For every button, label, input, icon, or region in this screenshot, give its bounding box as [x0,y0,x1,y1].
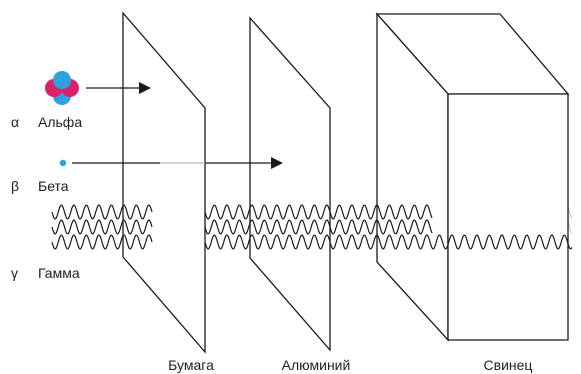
gamma-wave-line [51,234,153,250]
beta-arrow [72,157,283,169]
gamma-wave-line [51,219,153,235]
beta-particle-icon [59,159,67,167]
paper-sheet [122,11,206,354]
gamma-wave-line [204,204,433,220]
alpha-label: Альфа [38,114,82,130]
paper-label: Бумага [168,357,214,373]
gamma-wave [51,204,573,250]
beta-symbol: β [11,178,19,194]
alpha-particle-icon [45,71,79,105]
gamma-wave-line [51,204,153,220]
gamma-wave-line [204,234,573,250]
gamma-wave-line [204,219,433,235]
lead-label: Свинец [484,357,533,373]
alpha-symbol: α [11,114,19,130]
alpha-arrow [86,82,151,94]
aluminium-label: Алюминий [282,357,351,373]
gamma-label: Гамма [38,265,80,281]
aluminium-sheet [249,16,331,352]
beta-label: Бета [38,178,69,194]
lead-block [375,12,570,342]
gamma-symbol: γ [11,265,18,281]
